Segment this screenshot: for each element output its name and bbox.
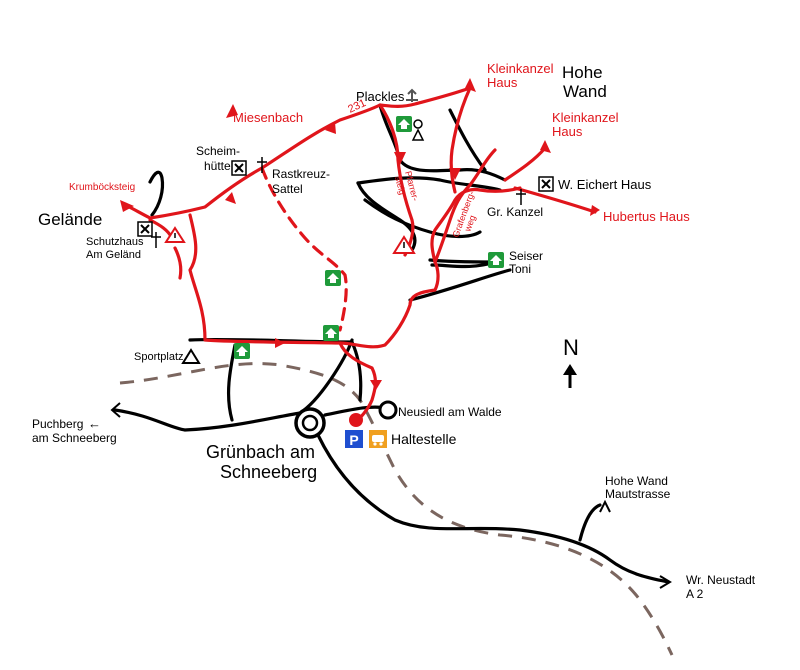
restaurant-icon (538, 176, 554, 192)
label-scheimhuette-1: Scheim- (196, 144, 240, 158)
label-neusiedl: Neusiedl am Walde (398, 405, 502, 419)
label-rastkreuz-1: Rastkreuz- (272, 167, 330, 181)
cross-icon (257, 157, 267, 173)
camping-icon (181, 348, 201, 364)
label-gr-kanzel: Gr. Kanzel (487, 205, 543, 219)
label-gruenbach-2: Schneeberg (220, 462, 317, 482)
label-neustadt-2: A 2 (686, 587, 704, 601)
hut-icon (325, 270, 341, 286)
label-puchberg-1: Puchberg (32, 417, 83, 431)
neusiedl-circle-icon (378, 400, 398, 420)
label-grafenberg-1: Grafenberg- (450, 190, 476, 239)
north-arrow-icon (563, 364, 577, 388)
label-hohe-wand-2: Wand (563, 82, 607, 101)
lookout-icon (411, 119, 425, 141)
label-plackles: Plackles (356, 89, 405, 104)
dashed-trail (260, 166, 348, 332)
railway-lines (119, 362, 674, 656)
trail-arrows (120, 78, 600, 390)
antenna-icon (406, 88, 418, 102)
bus-stop-icon (369, 430, 387, 448)
cross-icon (516, 189, 526, 205)
restaurant-icon (231, 160, 247, 176)
label-seiser-1: Seiser (509, 249, 543, 263)
town-circle-icon (294, 407, 326, 439)
start-marker-icon (349, 413, 363, 427)
hut-icon (323, 325, 339, 341)
label-hohe-wand-1: Hohe (562, 63, 603, 82)
label-mautstrasse-1: Hohe Wand (605, 474, 668, 488)
label-sportplatz: Sportplatz (134, 351, 184, 363)
label-arrow-puchberg: ← (88, 416, 101, 431)
label-mautstrasse-2: Mautstrasse (605, 487, 671, 501)
label-w-eichert: W. Eichert Haus (558, 177, 652, 192)
label-neustadt-1: Wr. Neustadt (686, 573, 756, 587)
place-labels: Hohe Wand Plackles Scheim- hütte Rastkre… (32, 63, 756, 601)
parking-icon: P (345, 430, 363, 448)
label-puchberg-2: am Schneeberg (32, 431, 117, 445)
label-gelaende: Gelände (38, 210, 102, 229)
label-kleinkanzel-2-1: Kleinkanzel (552, 110, 619, 125)
label-rastkreuz-2: Sattel (272, 182, 303, 196)
hut-icon (488, 252, 504, 268)
label-hubertus: Hubertus Haus (603, 209, 690, 224)
label-pfarrer-2: steig (393, 175, 408, 196)
label-miesenbach: Miesenbach (233, 110, 303, 125)
label-seiser-2: Toni (509, 262, 531, 276)
road-arrows (110, 402, 672, 589)
label-kleinkanzel-top-2: Haus (487, 75, 518, 90)
warning-icon (392, 235, 416, 254)
label-haltestelle: Haltestelle (391, 431, 457, 447)
parking-letter: P (349, 432, 358, 448)
label-kleinkanzel-top-1: Kleinkanzel (487, 61, 554, 76)
label-scheimhuette-2: hütte (204, 159, 231, 173)
restaurant-icon (137, 221, 153, 237)
label-north: N (563, 335, 579, 360)
label-schutzhaus-1: Schutzhaus (86, 236, 144, 248)
cross-icon (151, 232, 161, 248)
warning-icon (164, 226, 186, 243)
label-gruenbach-1: Grünbach am (206, 442, 315, 462)
label-schutzhaus-2: Am Geländ (86, 249, 141, 261)
label-krumboecksteig: Krumböcksteig (69, 182, 135, 193)
hut-icon (396, 116, 412, 132)
label-kleinkanzel-2-2: Haus (552, 124, 583, 139)
hut-icon (234, 343, 250, 359)
